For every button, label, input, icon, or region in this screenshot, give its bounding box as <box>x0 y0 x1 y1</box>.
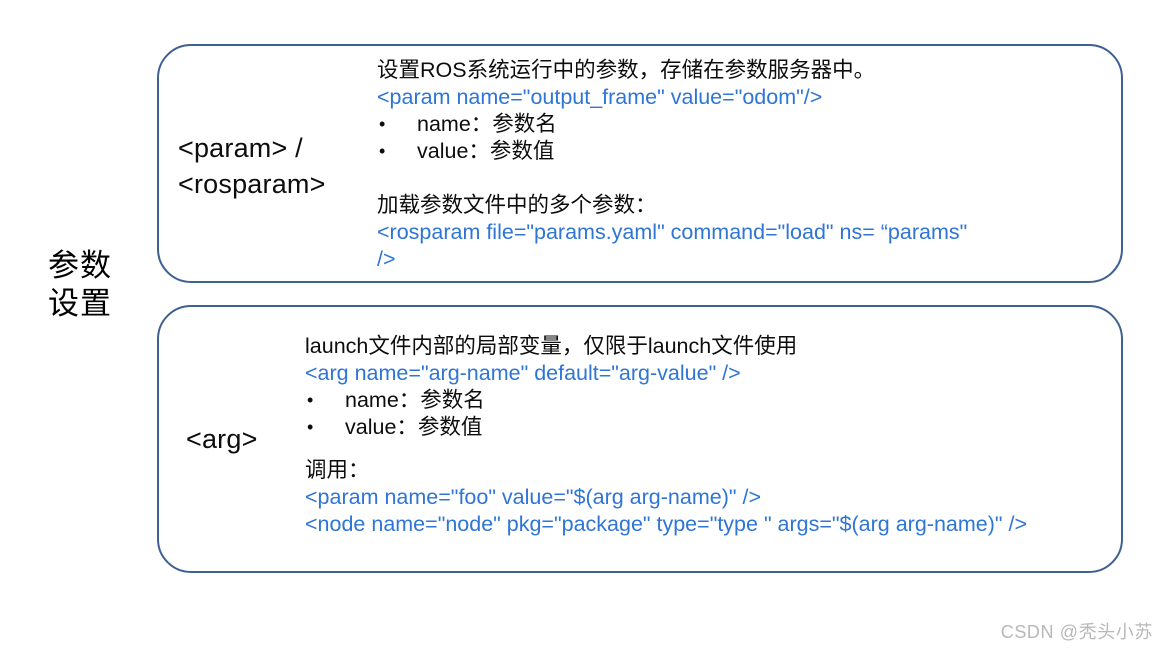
param-box-content: 设置ROS系统运行中的参数，存储在参数服务器中。 <param name="ou… <box>377 57 1137 273</box>
category-label: 参数 设置 <box>48 248 112 321</box>
arg-box-content: launch文件内部的局部变量，仅限于launch文件使用 <arg name=… <box>305 333 1165 538</box>
param-code-line-3: /> <box>377 247 396 271</box>
param-code-line-1: <param name="output_frame" value="odom"/… <box>377 85 823 109</box>
arg-tag-label: <arg> <box>186 424 258 454</box>
list-item: value：参数值 <box>377 138 1137 165</box>
param-tag-label: <param> / <rosparam> <box>178 133 326 199</box>
param-description-line: 设置ROS系统运行中的参数，存储在参数服务器中。 <box>377 58 876 82</box>
param-attribute-list: name：参数名 value：参数值 <box>377 111 1137 165</box>
arg-description-line-2: 调用： <box>305 458 370 482</box>
arg-description-line: launch文件内部的局部变量，仅限于launch文件使用 <box>305 334 798 358</box>
arg-code-line-1: <arg name="arg-name" default="arg-value"… <box>305 361 741 385</box>
arg-code-line-3: <node name="node" pkg="package" type="ty… <box>305 512 1028 536</box>
param-description-line-2: 加载参数文件中的多个参数： <box>377 193 657 217</box>
content-spacer <box>305 441 1165 457</box>
list-item: name：参数名 <box>305 387 1165 414</box>
list-item: name：参数名 <box>377 111 1137 138</box>
arg-code-line-2: <param name="foo" value="$(arg arg-name)… <box>305 485 761 509</box>
arg-attribute-list: name：参数名 value：参数值 <box>305 387 1165 441</box>
watermark: CSDN @秃头小苏 <box>1000 622 1153 642</box>
list-item: value：参数值 <box>305 414 1165 441</box>
content-spacer <box>377 165 1137 192</box>
param-code-line-2: <rosparam file="params.yaml" command="lo… <box>377 220 968 244</box>
